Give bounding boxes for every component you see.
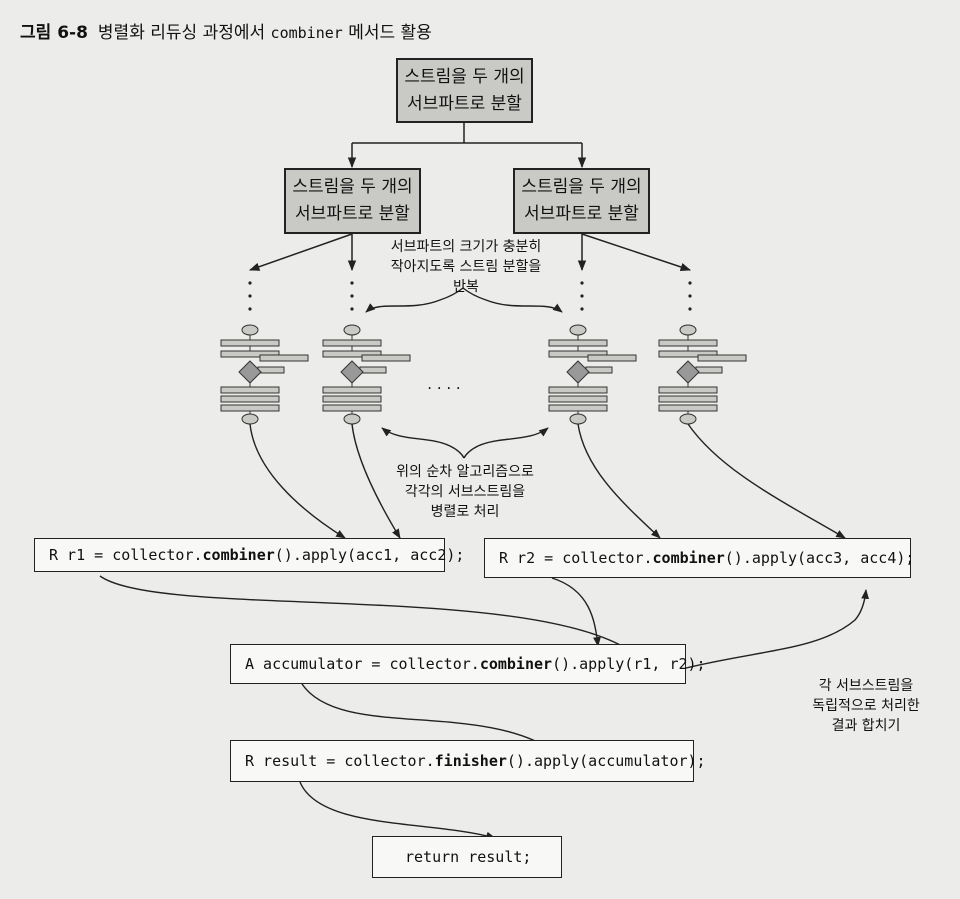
split-box-right: 스트림을 두 개의 서브파트로 분할 [513,168,650,234]
code-box-result: R result = collector.finisher().apply(ac… [230,740,706,782]
ellipsis-dots [248,281,692,311]
split-connectors [347,123,587,169]
note-line: 각 서브스트림을 [818,678,914,694]
code-method: finisher [434,752,507,770]
figure-caption: 그림 6-8 병렬화 리듀싱 과정에서 combiner 메서드 활용 [20,18,432,43]
code-box-return: return result; [372,836,562,878]
split-box-line: 스트림을 두 개의 [404,66,525,87]
note-line: 결과 합치기 [831,718,901,734]
code-text: return result; [405,848,532,866]
brace-arrows [365,287,563,459]
flowchart-icon [220,324,309,425]
note-line: 서브파트의 크기가 충분히 [390,239,542,255]
split-box-left: 스트림을 두 개의 서브파트로 분할 [284,168,421,234]
flowchart-icon [322,324,411,425]
caption-title-suffix: 메서드 활용 [342,23,432,43]
split-box-line: 서브파트로 분할 [295,204,410,224]
code-box-accumulator: A accumulator = collector.combiner().app… [230,644,706,684]
flow-arrows [99,423,870,840]
ellipsis-label: . . . . [420,374,468,394]
caption-title-prefix: 병렬화 리듀싱 과정에서 [97,23,271,43]
note-repeat-split: 서브파트의 크기가 충분히 작아지도록 스트림 분할을 반복 [378,237,554,297]
note-combine: 각 서브스트림을 독립적으로 처리한 결과 합치기 [806,676,926,736]
note-line: 병렬로 처리 [430,504,500,520]
code-text: R result = collector. [245,752,435,770]
split-box-line: 서브파트로 분할 [524,204,639,224]
figure-number: 그림 6-8 [20,23,88,43]
note-line: 각각의 서브스트림을 [404,484,526,500]
code-text: A accumulator = collector. [245,655,480,673]
subsplit-arrows [249,233,691,272]
split-box-line: 스트림을 두 개의 [292,177,413,197]
caption-title-code: combiner [270,24,343,42]
code-text: R r1 = collector. [49,546,203,564]
code-text: ().apply(r1, r2); [552,655,706,673]
code-text: ().apply(accumulator); [506,752,706,770]
split-box-line: 스트림을 두 개의 [521,177,642,197]
code-text: ().apply(acc1, acc2); [274,546,465,564]
flowchart-icon [548,324,637,425]
split-box-top: 스트림을 두 개의 서브파트로 분할 [396,58,533,123]
code-box-r2: R r2 = collector.combiner().apply(acc3, … [484,538,914,578]
ellipsis-text: . . . . [427,375,461,393]
note-parallel: 위의 순차 알고리즘으로 각각의 서브스트림을 병렬로 처리 [382,462,548,522]
code-method: combiner [479,655,553,673]
note-line: 반복 [453,279,479,295]
code-text: R r2 = collector. [499,549,653,567]
note-line: 작아지도록 스트림 분할을 [390,259,542,275]
code-box-r1: R r1 = collector.combiner().apply(acc1, … [34,538,464,572]
code-text: ().apply(acc3, acc4); [724,549,915,567]
flowchart-icon [658,324,747,425]
code-method: combiner [652,549,725,567]
split-box-line: 서브파트로 분할 [407,93,522,114]
code-method: combiner [202,546,275,564]
note-line: 독립적으로 처리한 [812,698,920,714]
note-line: 위의 순차 알고리즘으로 [396,464,534,480]
